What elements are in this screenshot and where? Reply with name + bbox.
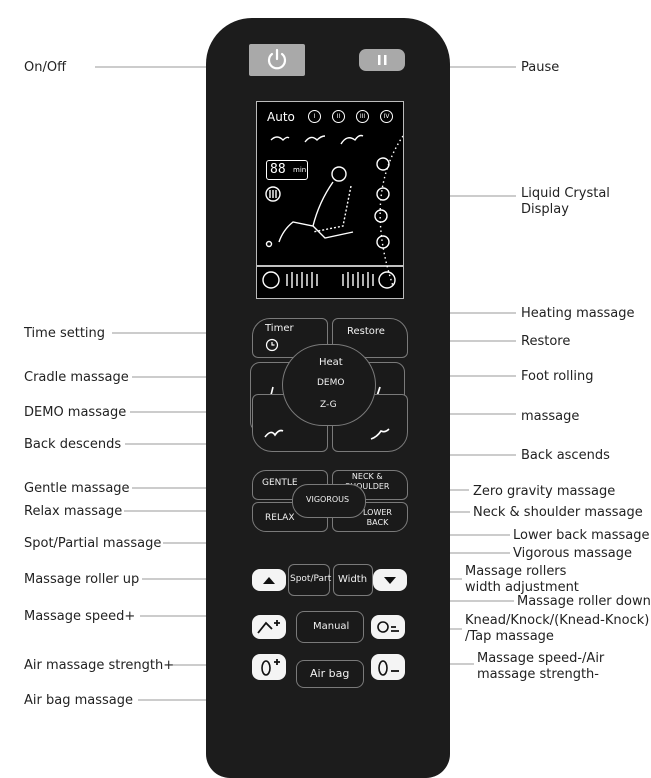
back-descend-icon [264, 429, 284, 438]
neck-shoulder-label: NECK & SHOULDER [345, 472, 390, 491]
air-strength-plus-button[interactable] [252, 654, 286, 680]
arrow-down-icon [384, 577, 396, 584]
label-on-off: On/Off [24, 60, 67, 75]
label-air-bag-massage: Air bag massage [24, 693, 133, 708]
air-plus-icon [261, 659, 280, 676]
center-oval: Heat DEMO Z-G [282, 344, 376, 426]
speed-plus-button[interactable] [252, 615, 286, 639]
lcd-timer-unit: min [293, 166, 307, 174]
spot-part-button[interactable]: Spot/Part [288, 564, 332, 596]
label-cradle-massage: Cradle massage [24, 370, 129, 385]
air-strength-minus-button[interactable] [371, 654, 405, 680]
label-pause: Pause [521, 60, 560, 75]
demo-button[interactable]: DEMO [317, 378, 345, 388]
speed-plus-icon [257, 620, 280, 634]
label-vigorous-massage: Vigorous massage [513, 546, 632, 561]
timer-button[interactable]: Timer [252, 318, 328, 358]
label-massage-speed-plus: Massage speed+ [24, 609, 136, 624]
knead-knock-button[interactable] [371, 615, 405, 639]
label-relax-massage: Relax massage [24, 504, 123, 519]
width-label: Width [338, 574, 368, 585]
lcd-display: Auto I II III IV 88 min [256, 101, 404, 299]
label-gentle-massage: Gentle massage [24, 481, 130, 496]
relax-label: RELAX [265, 513, 295, 523]
air-bag-label: Air bag [310, 667, 350, 680]
lcd-icon-2 [304, 135, 326, 143]
lcd-mode: Auto [267, 110, 295, 124]
clock-icon [265, 338, 279, 352]
air-bag-button[interactable]: Air bag [296, 660, 364, 688]
label-heating-massage: Heating massage [521, 306, 635, 321]
pause-button[interactable] [359, 49, 405, 71]
back-ascend-icon [370, 428, 390, 440]
lcd-icon-3 [340, 134, 364, 145]
heat-button[interactable]: Heat [319, 357, 343, 368]
lcd-timer-digits: 88 [270, 162, 286, 177]
arrow-up-icon [263, 577, 275, 584]
knead-knock-icon [377, 621, 399, 633]
spot-part-label: Spot/Part [290, 574, 332, 584]
lcd-icon-1 [270, 136, 290, 141]
gentle-label: GENTLE [262, 478, 298, 488]
lcd-program-4: IV [380, 110, 393, 123]
label-massage: massage [521, 409, 580, 424]
label-foot-rolling: Foot rolling [521, 369, 594, 384]
power-icon [267, 48, 287, 70]
label-spot-partial-massage: Spot/Partial massage [24, 536, 162, 551]
label-knead-knock-tap: Knead/Knock/(Knead-Knock) /Tap massage [465, 613, 650, 644]
air-minus-icon [378, 660, 399, 676]
label-demo-massage: DEMO massage [24, 405, 127, 420]
lower-back-label: LOWER BACK [363, 508, 392, 527]
label-massage-roller-up: Massage roller up [24, 572, 140, 587]
label-lcd: Liquid Crystal Display [521, 186, 610, 217]
label-air-massage-strength-plus: Air massage strength+ [24, 658, 175, 673]
label-back-ascends: Back ascends [521, 448, 610, 463]
lcd-timer-box: 88 min [266, 160, 308, 180]
restore-label: Restore [347, 326, 385, 337]
roller-up-button[interactable] [252, 569, 286, 591]
roller-down-button[interactable] [373, 569, 407, 591]
pause-icon [378, 55, 387, 65]
lcd-program-1: I [308, 110, 321, 123]
lcd-program-2: II [332, 110, 345, 123]
label-restore: Restore [521, 334, 571, 349]
lcd-program-3: III [356, 110, 369, 123]
label-rollers-width-adjustment: Massage rollers width adjustment [465, 564, 579, 595]
lcd-graphics [257, 134, 403, 289]
zero-gravity-button[interactable]: Z-G [320, 400, 337, 410]
vigorous-button[interactable]: VIGOROUS [292, 484, 366, 518]
timer-label: Timer [265, 323, 294, 334]
label-zero-gravity-massage: Zero gravity massage [473, 484, 616, 499]
power-button[interactable] [249, 44, 305, 76]
label-neck-shoulder-massage: Neck & shoulder massage [473, 505, 643, 520]
label-speed-minus-air-minus: Massage speed-/Air massage strength- [477, 651, 605, 682]
manual-button[interactable]: Manual [296, 611, 364, 643]
manual-label: Manual [313, 621, 350, 632]
label-massage-roller-down: Massage roller down [517, 594, 651, 609]
vigorous-label: VIGOROUS [306, 495, 350, 504]
label-time-setting: Time setting [24, 326, 106, 341]
label-back-descends: Back descends [24, 437, 122, 452]
label-lower-back-massage: Lower back massage [513, 528, 650, 543]
width-button[interactable]: Width [333, 564, 373, 596]
